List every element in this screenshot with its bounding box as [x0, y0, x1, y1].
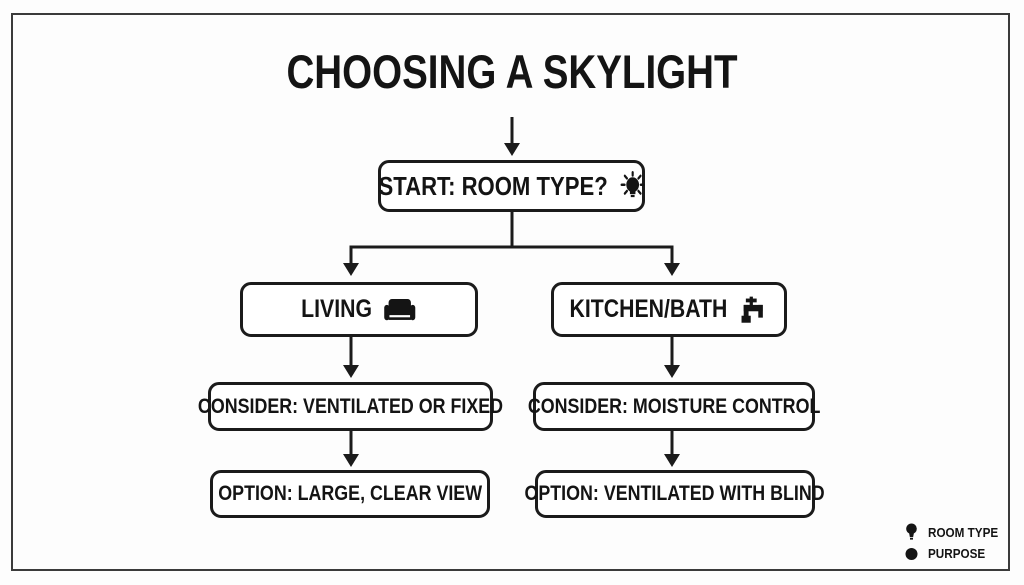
node-option-living: OPTION: LARGE, CLEAR VIEW	[210, 470, 490, 518]
node-kitchen-bath: KITCHEN/BATH	[551, 282, 787, 337]
node-start: START: ROOM TYPE?	[378, 160, 645, 212]
node-option-living-label: OPTION: LARGE, CLEAR VIEW	[218, 482, 482, 505]
node-option-living-content: OPTION: LARGE, CLEAR VIEW	[218, 482, 482, 506]
node-consider-living: CONSIDER: VENTILATED OR FIXED	[198, 382, 503, 431]
node-option-kitchen-label: OPTION: VENTILATED WITH BLIND	[524, 482, 826, 505]
node-living-label: LIVING	[301, 295, 373, 323]
node-consider-kitchen-content: CONSIDER: MOISTURE CONTROL	[528, 395, 821, 419]
node-kitchen-bath-label: KITCHEN/BATH	[569, 295, 728, 323]
legend-label-room-type: ROOM TYPE	[928, 524, 999, 540]
outer-frame	[11, 13, 1010, 571]
legend: ROOM TYPE PURPOSE	[905, 523, 1006, 561]
circle-icon	[905, 547, 918, 561]
node-consider-living-label: CONSIDER: VENTILATED OR FIXED	[197, 394, 504, 418]
node-start-content: START: ROOM TYPE?	[378, 171, 645, 202]
node-consider-kitchen: CONSIDER: MOISTURE CONTROL	[528, 382, 820, 431]
legend-item-purpose: PURPOSE	[905, 546, 1006, 561]
lightbulb-icon	[619, 171, 645, 201]
node-consider-living-content: CONSIDER: VENTILATED OR FIXED	[198, 395, 503, 419]
node-option-kitchen: OPTION: VENTILATED WITH BLIND	[525, 470, 825, 518]
lightbulb-icon	[905, 523, 918, 541]
node-living: LIVING	[240, 282, 478, 337]
node-kitchen-bath-content: KITCHEN/BATH	[570, 295, 769, 324]
node-consider-kitchen-label: CONSIDER: MOISTURE CONTROL	[527, 394, 821, 418]
page-title: CHOOSING A SKYLIGHT	[286, 45, 738, 98]
faucet-icon	[739, 296, 768, 324]
legend-item-room-type: ROOM TYPE	[905, 523, 1006, 541]
node-option-kitchen-content: OPTION: VENTILATED WITH BLIND	[525, 482, 825, 506]
node-start-label: START: ROOM TYPE?	[378, 170, 608, 201]
node-living-content: LIVING	[301, 295, 416, 324]
legend-label-purpose: PURPOSE	[928, 546, 986, 561]
couch-icon	[384, 297, 416, 323]
